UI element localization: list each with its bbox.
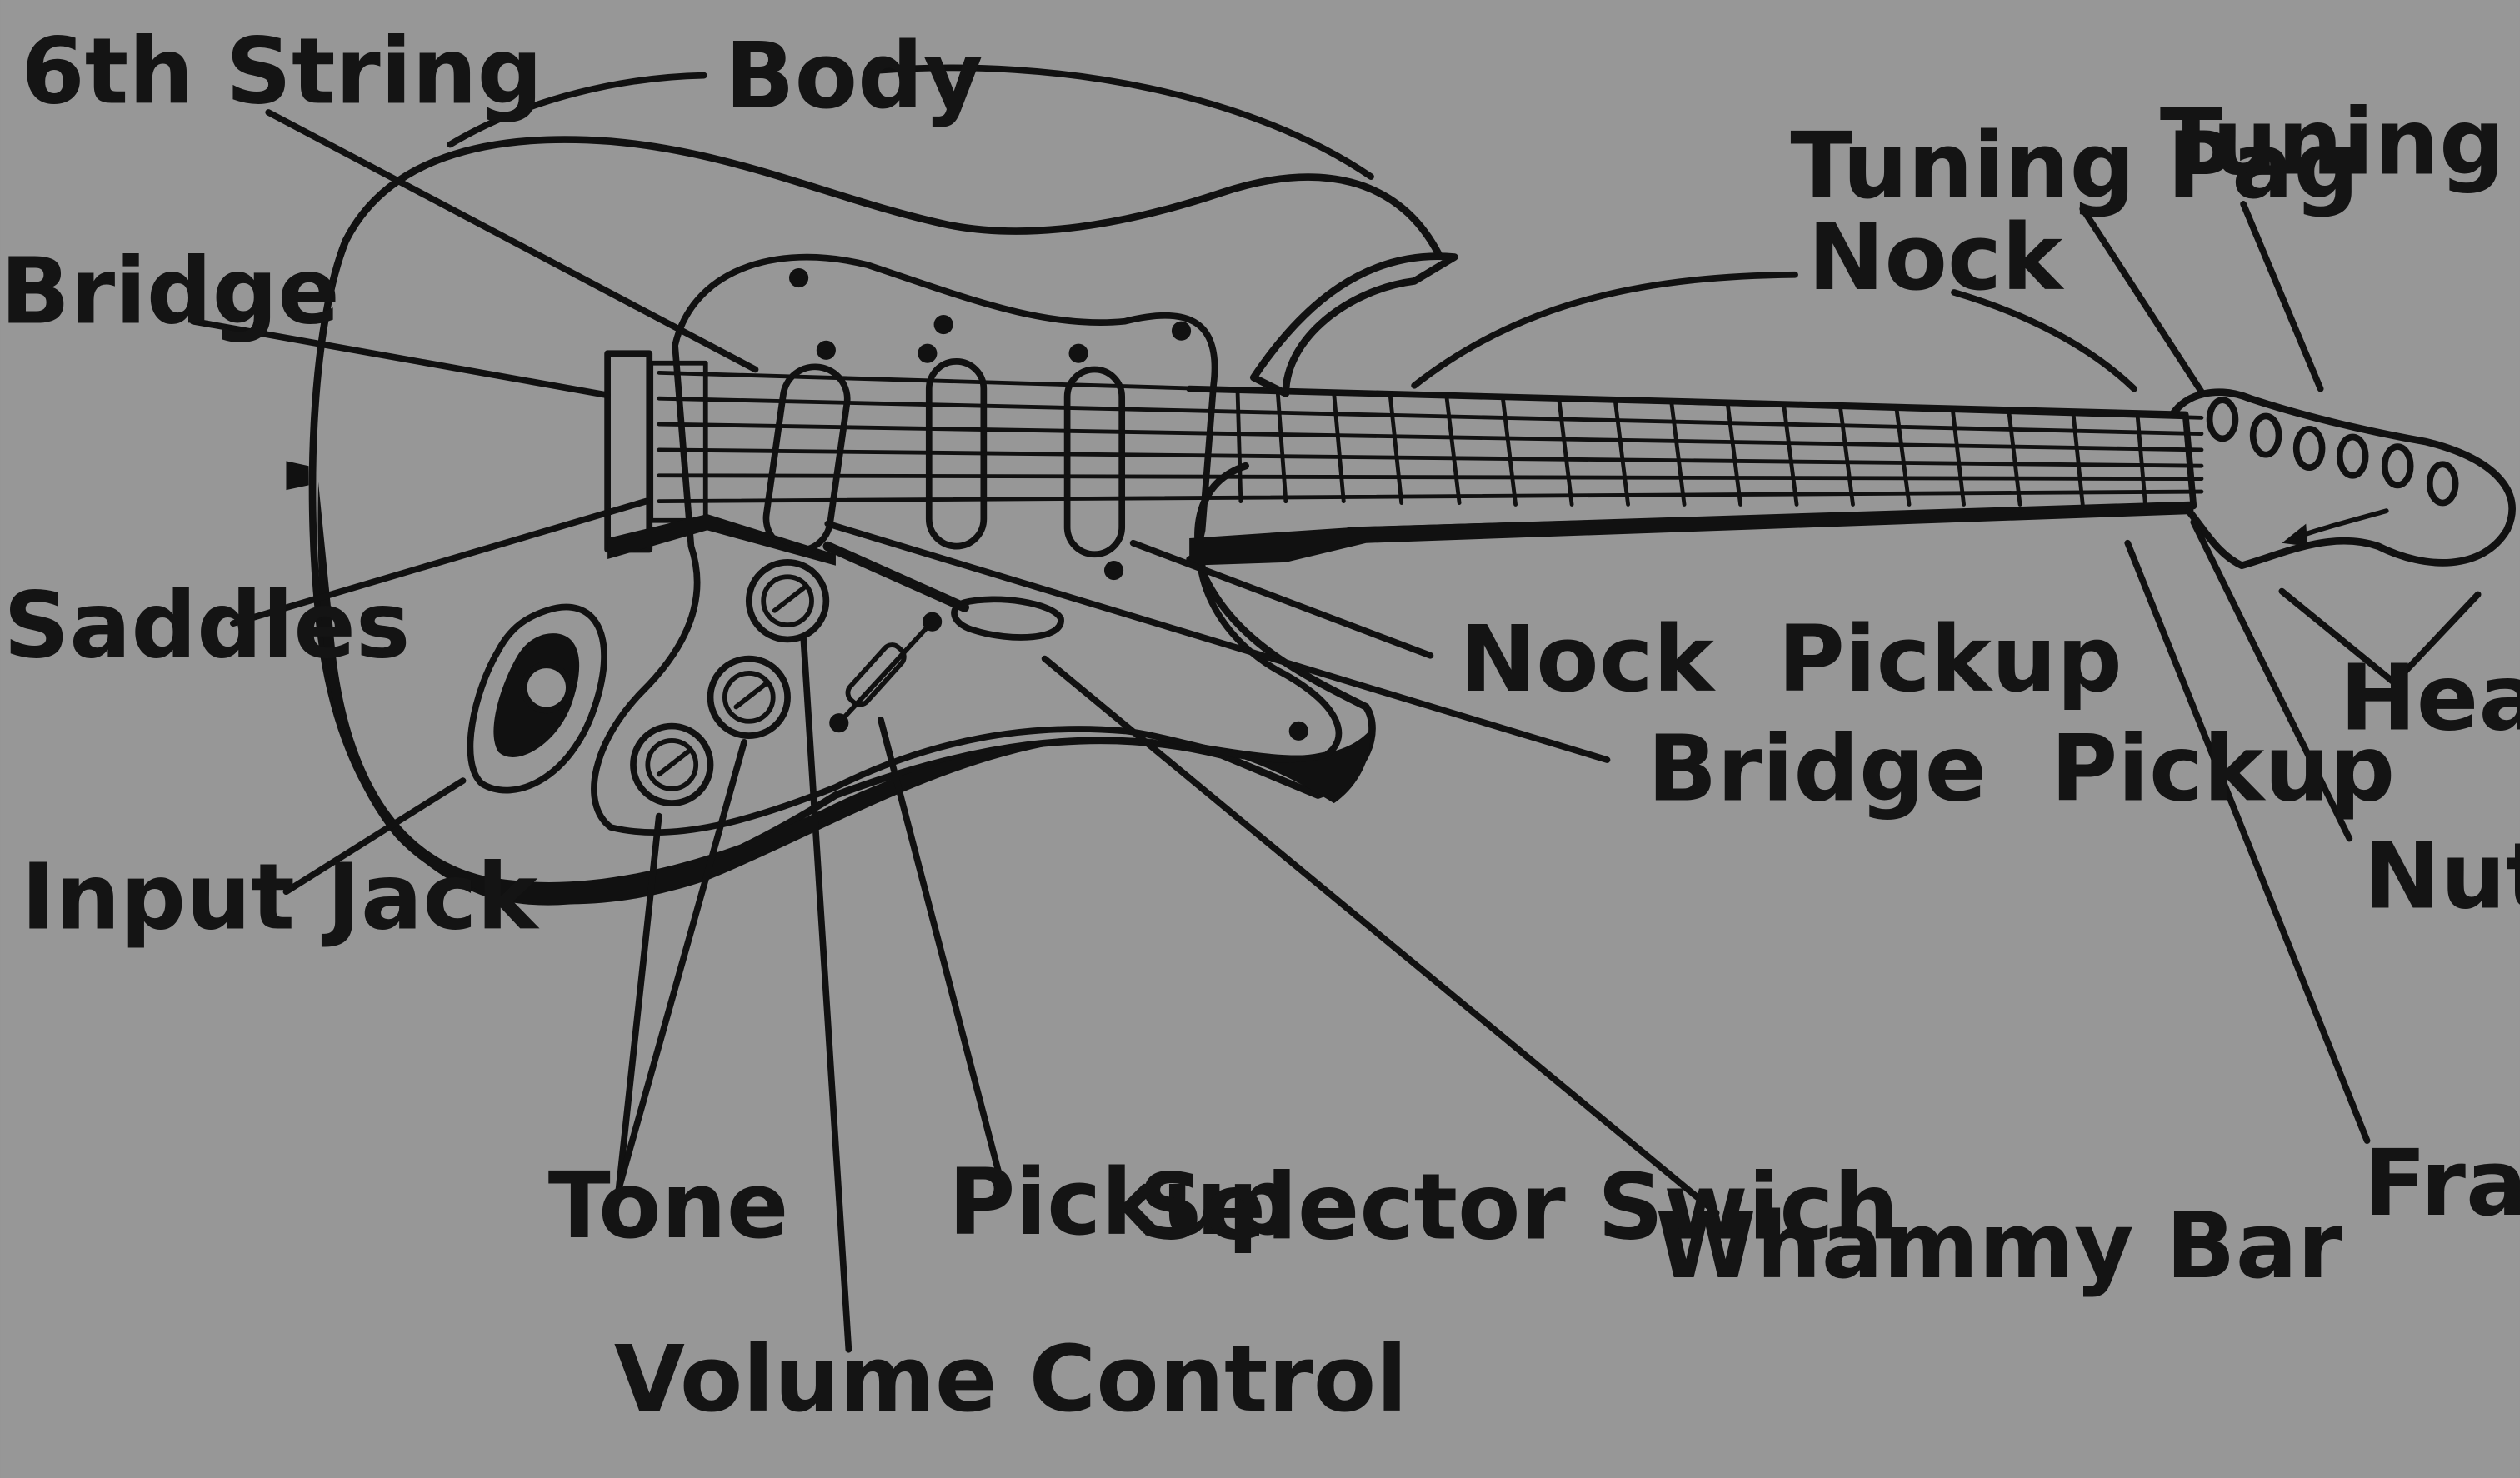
label-tuning-key: Tuning Key <box>2160 88 2520 195</box>
pickguard <box>591 253 1342 836</box>
headstock <box>2168 388 2516 570</box>
label-nock: Nock <box>1808 204 2066 311</box>
nut-line <box>2190 518 2353 842</box>
label-bridge: Bridge <box>0 238 340 345</box>
bridge-saddle-block <box>648 360 708 523</box>
headstock-arrow-head <box>2282 523 2308 547</box>
label-nock-pickup: Nock Pickup <box>1459 606 2122 712</box>
tuning-pegs <box>2206 397 2459 507</box>
strings <box>657 370 2204 504</box>
neck-pickup-shape <box>1063 366 1126 558</box>
guitar-body-outline <box>1249 252 1458 397</box>
label-input-jack: Input Jack <box>21 844 540 951</box>
neck-underside <box>1189 501 2194 566</box>
saddles-line <box>229 497 650 627</box>
strap-button <box>286 461 309 491</box>
pickup-selector-line <box>878 717 1007 1192</box>
bridge-pickup-shape <box>762 363 851 554</box>
frets <box>1235 388 2148 507</box>
nock-bracket-left <box>1411 271 1798 389</box>
label-pickup: Pickup <box>948 1149 1292 1256</box>
sixth-string-line <box>265 109 759 373</box>
knobs <box>630 559 830 806</box>
selector-switch-shape <box>829 612 942 733</box>
labels: Body 6th String Bridge Saddles Input Jac… <box>0 17 2520 1432</box>
label-volume-control: Volume Control <box>614 1326 1408 1432</box>
tuning-pag-line <box>2079 205 2205 396</box>
volume-line <box>800 636 852 1353</box>
body-screw <box>1288 721 1308 741</box>
label-selector-switch: Selector Swich <box>1138 1154 1898 1261</box>
pickguard-screws <box>789 268 1192 581</box>
label-tone: Tone <box>548 1152 789 1259</box>
label-frat: Frat <box>2364 1130 2520 1236</box>
label-tuning-pag: Tuning Pag <box>1790 112 2359 219</box>
frat-line <box>2124 539 2371 1144</box>
input-jack-plate <box>467 603 608 794</box>
guitar-body-outer <box>308 136 1442 906</box>
label-head: Head <box>2340 644 2520 751</box>
body-bracket-left <box>447 72 708 148</box>
input-jack-hole <box>521 662 572 714</box>
bridge-line <box>189 317 611 399</box>
tuning-key-line <box>2240 201 2324 392</box>
input-jack-line <box>282 777 467 896</box>
label-saddles: Saddles <box>3 572 410 679</box>
label-sixth-string: 6th String <box>21 17 542 124</box>
nock-bracket-right <box>1951 289 2138 392</box>
tone-line-2 <box>615 739 748 1192</box>
label-bridge-pickup: Bridge Pickup <box>1648 715 2395 821</box>
bridge-pickup-line <box>824 520 1611 763</box>
whammy-bar-arm <box>822 541 969 612</box>
nock-pickup-line <box>1129 539 1434 659</box>
bridge-base <box>608 514 836 566</box>
label-body: Body <box>725 22 983 129</box>
whammy-line <box>1041 655 1720 1216</box>
head-bracket <box>2278 587 2482 687</box>
guitar-illustration <box>286 136 2516 906</box>
whammy-bar-shape <box>951 596 1064 641</box>
label-nut: Nut <box>2364 822 2520 929</box>
label-whammy-bar: Whammy Bar <box>1655 1192 2342 1299</box>
leader-lines <box>189 64 2482 1353</box>
body-bracket-right <box>872 64 1374 180</box>
tone-line-1 <box>615 812 662 1192</box>
